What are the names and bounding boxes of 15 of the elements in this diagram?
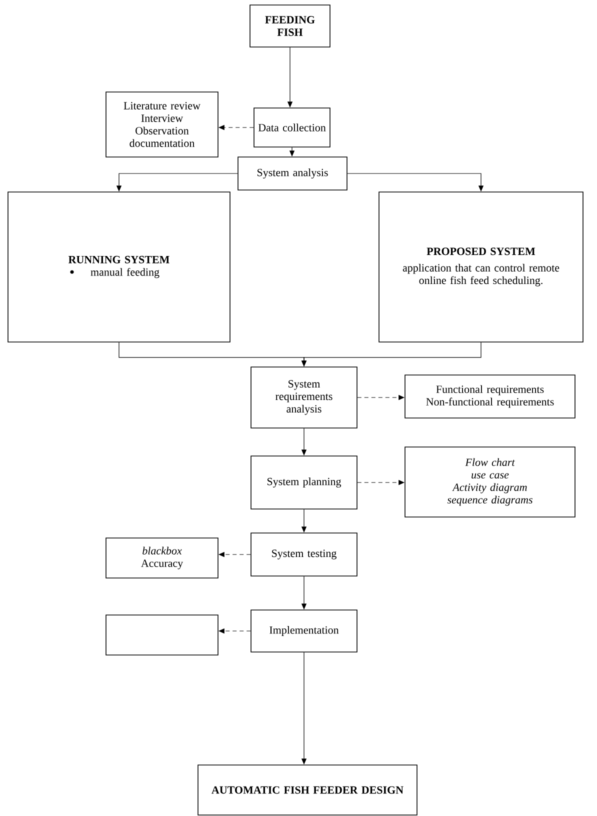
process-box: System analysis	[238, 156, 348, 190]
note-box: Functional requirements Non-functional requirements	[404, 374, 576, 418]
process-box: System requirements analysis	[250, 366, 358, 428]
note-box: Literature review Interview Observation documentation	[106, 92, 218, 158]
note-box: blackbox Accuracy	[106, 538, 218, 578]
note-box: Flow chart use case Activity diagram sequence diagrams	[404, 446, 576, 518]
process-box: System testing	[250, 532, 358, 576]
note-box	[106, 614, 218, 656]
end-box: AUTOMATIC FISH FEEDER DESIGN	[198, 764, 418, 816]
system-panel: PROPOSED SYSTEM application that can control remote online fish feed scheduling.	[378, 192, 584, 342]
process-box: Data collection	[254, 108, 330, 148]
start-box: FEEDING FISH	[250, 4, 330, 48]
process-box: Implementation	[250, 610, 358, 652]
process-box: System planning	[250, 456, 358, 510]
system-panel: RUNNING SYSTEM manual feeding	[8, 192, 230, 342]
